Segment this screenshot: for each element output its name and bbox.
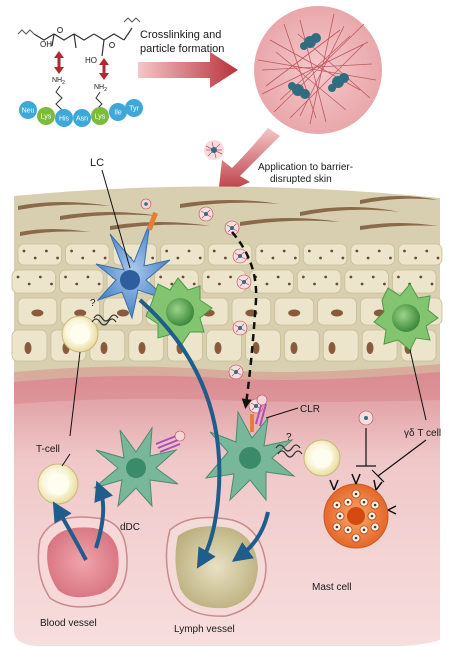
blood-vessel-label: Blood vessel	[40, 618, 97, 629]
application-arrow	[218, 128, 280, 196]
peptide-residue-asn-3: Asn	[73, 109, 91, 127]
peptide-label: Neu	[22, 108, 35, 115]
crosslinking-label-line1: Crosslinking and	[140, 29, 221, 41]
t-cell-label: T-cell	[36, 444, 60, 455]
peptide-label: Lys	[95, 114, 106, 121]
peptide-label: His	[59, 116, 70, 123]
mast-inhibition-bar	[356, 428, 376, 467]
clr-dendritic-cell	[204, 394, 296, 502]
chem-nh2-left: NH2	[52, 77, 65, 86]
dermal-dendritic-cell	[93, 426, 186, 508]
bond-arrow-right	[99, 58, 109, 80]
lymph-vessel-label: Lymph vessel	[174, 624, 235, 635]
skin-particle	[228, 364, 244, 380]
crosslinking-label-line2: particle formation	[140, 43, 224, 55]
peptide-label: Asn	[76, 116, 88, 123]
peptide-label: Ile	[114, 110, 122, 117]
particle-penetration-path	[231, 231, 258, 409]
dermal-tcell-pointer	[61, 453, 71, 467]
chemical-structure: OH HO NH2 NH2	[17, 17, 141, 111]
peptide-label: Tyr	[129, 106, 139, 113]
peptide-residue-neu-0: Neu	[19, 101, 37, 119]
crosslinking-arrow	[138, 52, 238, 88]
lc-pointer-line	[101, 169, 131, 269]
bond-arrow-left	[54, 51, 64, 74]
clr-label: CLR	[300, 404, 320, 415]
blood-to-ddc-arrow	[94, 480, 113, 549]
peptide-residue-lys-1: Lys	[37, 107, 55, 125]
application-label-line1: Application to barrier-	[258, 162, 353, 173]
lc-question-mark: ?	[90, 298, 96, 309]
stratum-corneum	[18, 196, 438, 236]
skin-particle	[198, 206, 214, 222]
mast-cell	[323, 473, 397, 549]
peptide-residue-tyr-6: Tyr	[125, 99, 143, 117]
peptide-residue-his-2: His	[55, 109, 73, 127]
migration-arrows	[52, 298, 270, 569]
dermal-t-cell-right	[303, 439, 341, 477]
gd-inhibition-bar	[371, 439, 427, 483]
skin-particle	[232, 248, 248, 264]
chem-oh-label: OH	[40, 40, 52, 49]
lymph-vessel	[165, 516, 267, 617]
chem-nh2-right: NH2	[94, 84, 107, 93]
gamma-delta-label: γδ T cell	[404, 428, 441, 439]
gamma-delta-t-cell	[373, 283, 439, 351]
skin-particle	[232, 320, 248, 336]
tcell-pointer-line	[69, 351, 81, 437]
particles-in-skin	[198, 206, 264, 414]
peptide-residue-lys-4: Lys	[91, 107, 109, 125]
skin-particle	[236, 274, 252, 290]
mast-cell-label: Mast cell	[312, 582, 351, 593]
nanoparticle-sphere	[254, 6, 382, 134]
free-particle	[204, 140, 224, 160]
chem-ho-label: HO	[85, 56, 97, 65]
blood-to-tcell-arrow	[52, 501, 88, 561]
ddc-tcell-interaction	[275, 444, 303, 458]
gd-pointer-line	[409, 349, 427, 421]
inhibitory-particle	[358, 410, 374, 426]
lc-label: LC	[90, 157, 104, 169]
ddc-label: dDC	[120, 522, 140, 533]
lc-tcell-interaction	[91, 314, 119, 326]
skin-particle	[224, 220, 240, 236]
peptide-label: Lys	[41, 114, 52, 121]
clr-pointer-line	[265, 407, 299, 419]
peptide-residue-ile-5: Ile	[109, 103, 127, 121]
blood-vessel	[37, 516, 128, 608]
epidermal-t-cell	[61, 315, 99, 353]
epidermal-green-cell	[145, 277, 213, 345]
clr-question-mark: ?	[286, 432, 292, 443]
lc-to-lymph-arrow	[138, 298, 222, 569]
dermal-t-cell	[37, 463, 79, 505]
ddc-to-lymph-arrow	[231, 511, 270, 562]
keratinocyte-layer	[11, 243, 443, 362]
application-label-line2: disrupted skin	[270, 174, 332, 185]
